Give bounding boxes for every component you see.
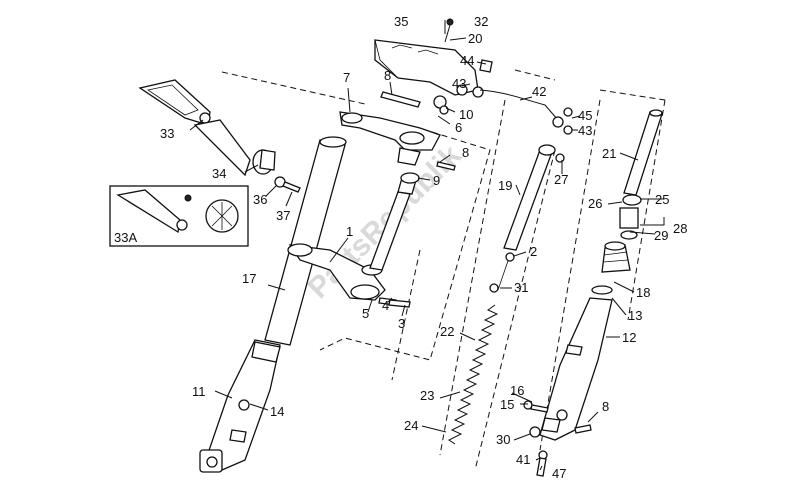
callout-44: 44 — [460, 53, 474, 68]
callout-35: 35 — [394, 14, 408, 29]
callout-43-right: 43 — [578, 123, 592, 138]
callout-21: 21 — [602, 146, 616, 161]
callout-33: 33 — [160, 126, 174, 141]
callout-16: 16 — [510, 383, 524, 398]
callout-41: 41 — [516, 452, 530, 467]
callout-19: 19 — [498, 178, 512, 193]
callout-15: 15 — [500, 397, 514, 412]
seal-stack — [619, 194, 642, 240]
callout-23: 23 — [420, 388, 434, 403]
callout-31: 31 — [514, 280, 528, 295]
callout-10: 10 — [459, 107, 473, 122]
fork-stanchion-left — [264, 136, 347, 346]
steering-stem — [369, 177, 417, 271]
retaining-ring — [591, 285, 613, 295]
callout-7: 7 — [343, 70, 350, 85]
pinch-bolts — [378, 91, 456, 308]
callout-47: 47 — [552, 466, 566, 481]
fitting-43 — [456, 84, 484, 98]
callout-4: 4 — [382, 298, 389, 313]
callout-8-mid: 8 — [462, 145, 469, 160]
assembly-outline-right — [539, 89, 666, 451]
callout-13: 13 — [628, 308, 642, 323]
callout-3: 3 — [398, 316, 405, 331]
callout-28: 28 — [673, 221, 687, 236]
callout-5: 5 — [362, 306, 369, 321]
callout-34: 34 — [212, 166, 226, 181]
callout-42: 42 — [532, 84, 546, 99]
callout-2: 2 — [530, 244, 537, 259]
upper-triple-clamp — [339, 111, 441, 166]
callout-8-top: 8 — [384, 68, 391, 83]
assembly-outline-middle — [439, 69, 556, 471]
callout-33a: 33A — [114, 230, 137, 245]
assembly-outline-left-b — [391, 249, 421, 381]
brake-line — [479, 89, 573, 135]
fork-slider-left — [199, 339, 281, 473]
callout-17: 17 — [242, 271, 256, 286]
callout-11: 11 — [192, 384, 206, 399]
assembly-outline-left — [221, 71, 491, 361]
callout-32: 32 — [474, 14, 488, 29]
callout-14: 14 — [270, 404, 284, 419]
callout-29: 29 — [654, 228, 668, 243]
bracket-screw-44 — [479, 59, 493, 73]
variant-box-33a — [109, 185, 249, 247]
callout-18: 18 — [636, 285, 650, 300]
fork-spring — [448, 304, 499, 445]
lower-triple-clamp — [287, 243, 386, 301]
mirror-bracket — [138, 79, 211, 126]
fork-stanchion-right — [623, 109, 663, 196]
callout-1: 1 — [346, 224, 353, 239]
callout-20: 20 — [468, 31, 482, 46]
callout-8-bottom: 8 — [602, 399, 609, 414]
callout-30: 30 — [496, 432, 510, 447]
callout-12: 12 — [622, 330, 636, 345]
damper-screw — [489, 283, 499, 293]
callout-27: 27 — [554, 172, 568, 187]
headlight-bracket — [193, 119, 276, 177]
dust-boot — [601, 241, 631, 273]
callout-43-top: 43 — [452, 76, 466, 91]
headstock-cover — [374, 39, 479, 96]
callout-26: 26 — [588, 196, 602, 211]
bolt-36-37 — [274, 176, 301, 193]
fork-slider-right — [539, 297, 613, 441]
callout-45: 45 — [578, 108, 592, 123]
leader-lines — [189, 20, 665, 471]
callout-6: 6 — [455, 120, 462, 135]
callout-9: 9 — [433, 173, 440, 188]
callout-24: 24 — [404, 418, 418, 433]
damper-rod — [497, 144, 565, 291]
callout-36: 36 — [253, 192, 267, 207]
callout-25: 25 — [655, 192, 669, 207]
cover-screw — [444, 18, 454, 43]
callout-22: 22 — [440, 324, 454, 339]
stem-nut — [400, 172, 420, 184]
callout-37: 37 — [276, 208, 290, 223]
callout-labels: 32 20 35 44 43 42 45 43 7 8 10 6 8 9 33 … — [114, 14, 687, 481]
